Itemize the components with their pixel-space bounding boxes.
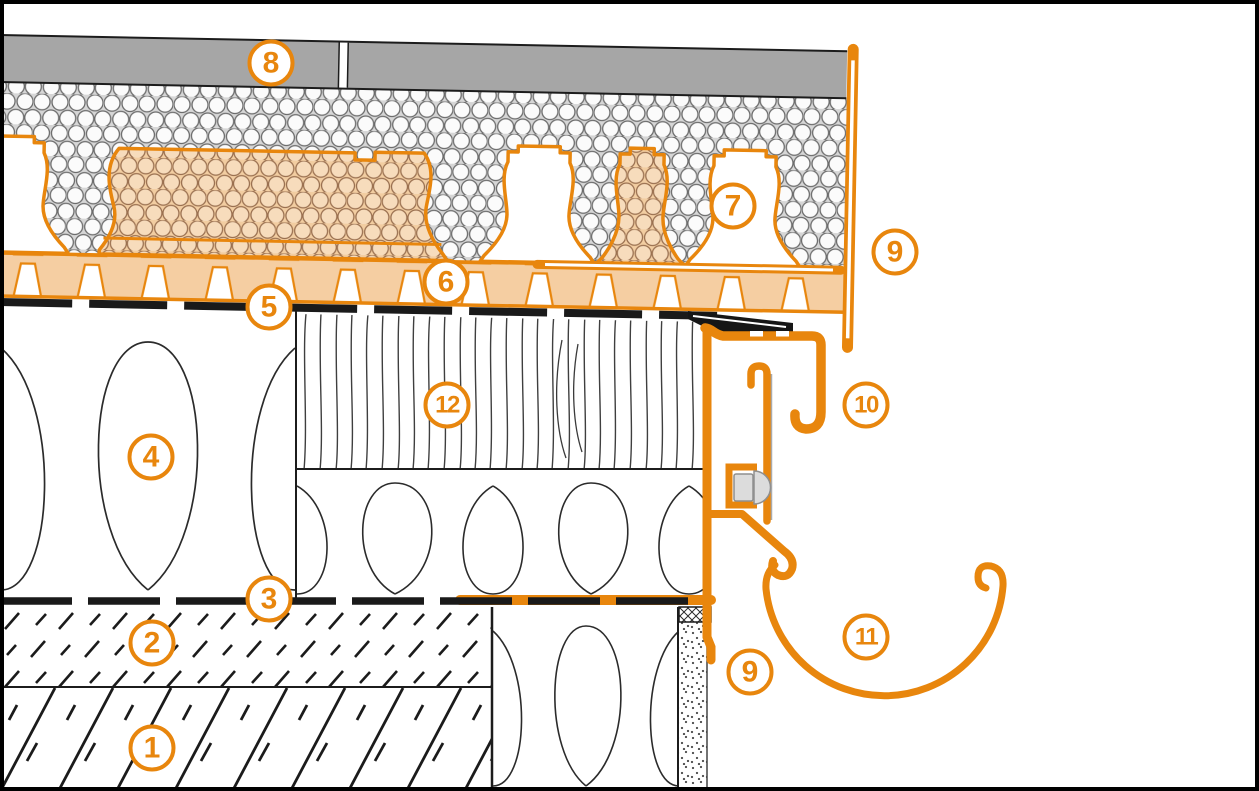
callout-10: 10 — [842, 381, 890, 429]
edge-profile-flange — [532, 259, 846, 275]
highlighted-insulation-block — [97, 146, 449, 263]
bracket-clip-notch — [750, 331, 763, 337]
drainage-channel — [0, 134, 70, 256]
fascia-carrier-vertical — [702, 327, 716, 665]
callout-6: 6 — [422, 258, 470, 306]
block-base-plate-line — [103, 236, 442, 247]
drainage-channels — [0, 134, 802, 270]
screed-layer — [0, 605, 492, 687]
concrete-slab-layer — [0, 687, 492, 789]
callout-1: 1 — [128, 724, 176, 772]
callout-5: 5 — [245, 283, 293, 331]
callout-2: 2 — [128, 619, 176, 667]
callout-3: 3 — [245, 575, 293, 623]
fascia-hanger-profile — [747, 362, 771, 525]
callout-9: 9 — [726, 648, 774, 696]
paver-layer — [0, 33, 848, 100]
callout-11: 11 — [842, 613, 890, 661]
half-round-gutter — [762, 561, 1007, 700]
drainage-channel-filled — [594, 146, 686, 267]
screw-shaft — [733, 473, 754, 502]
screw — [725, 463, 772, 509]
roof-buildup — [0, 33, 859, 353]
wood-grain-knot — [556, 339, 583, 459]
callout-8: 8 — [247, 39, 295, 87]
wall-insulation — [493, 607, 678, 789]
screw-head — [753, 470, 772, 505]
bracket-clip-notch — [776, 331, 789, 337]
callout-4: 4 — [127, 433, 175, 481]
paver-joint — [338, 42, 349, 88]
drainage-channel — [478, 144, 596, 266]
roof-membrane-dashed — [0, 297, 718, 320]
callout-12: 12 — [423, 381, 471, 429]
timber-beam — [297, 314, 709, 470]
callout-9: 9 — [871, 228, 919, 276]
screw-slot-channel — [725, 463, 757, 509]
insulation-band-under-beam — [297, 470, 707, 597]
fascia-bracket — [700, 323, 826, 665]
render-layer — [679, 622, 707, 789]
edge-profile-blade — [841, 43, 859, 353]
callout-7: 7 — [709, 182, 757, 230]
